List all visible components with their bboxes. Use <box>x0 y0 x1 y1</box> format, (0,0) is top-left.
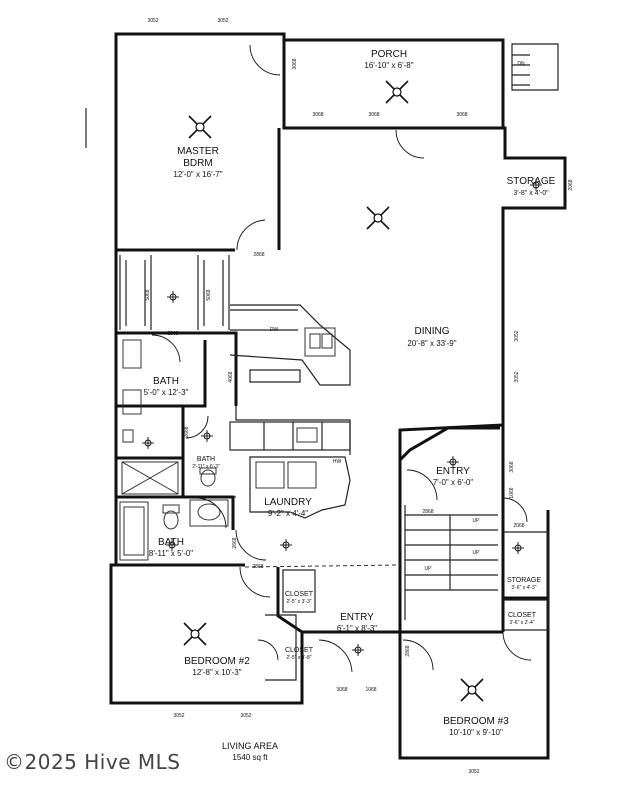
door-tag: 2068 <box>568 179 574 190</box>
door-tag: 2068 <box>513 523 524 529</box>
light-icon <box>530 179 542 191</box>
door-tag: 3068 <box>456 112 467 118</box>
stairs-up-tag: UP <box>473 550 481 556</box>
window-tag: 3052 <box>468 769 479 775</box>
room-labels: PORCH 16'-10" x 6'-8" MASTER BDRM 12'-0"… <box>144 49 556 737</box>
light-icon <box>447 456 459 468</box>
window-tag: 3052 <box>173 713 184 719</box>
door-tag: 1068 <box>509 487 515 498</box>
light-icon <box>166 539 178 551</box>
room-name: BDRM <box>183 158 212 169</box>
door-tag: 5068 <box>206 289 212 300</box>
room-name: BATH <box>158 537 184 548</box>
window-tag: 3052 <box>217 18 228 24</box>
room-size: 7'-0" x 6'-0" <box>433 478 473 487</box>
door-tag: 2668 <box>184 426 190 437</box>
room-size: 12'-0" x 16'-7" <box>173 170 222 179</box>
room-name: BEDROOM #2 <box>184 656 250 667</box>
room-name: LAUNDRY <box>264 497 312 508</box>
ceiling-fan-icon <box>188 115 212 139</box>
door-tag: 2868 <box>422 509 433 515</box>
room-size: 3'-8" x 4'-0" <box>513 190 549 197</box>
living-area-value: 1540 sq ft <box>232 753 268 762</box>
stairs-down-tag: DN <box>517 61 525 67</box>
room-name: CLOSET <box>285 591 314 598</box>
room-name: MASTER <box>177 146 219 157</box>
door-tag: 4068 <box>228 371 234 382</box>
door-tag: 3068 <box>368 112 379 118</box>
door-tag: 2868 <box>405 645 411 656</box>
light-icon <box>142 437 154 449</box>
light-icon <box>201 430 213 442</box>
light-icon <box>352 644 364 656</box>
room-name: BEDROOM #3 <box>443 716 509 727</box>
watermark: ©2025 Hive MLS <box>4 750 181 774</box>
light-icon <box>167 291 179 303</box>
ceiling-fan-icon <box>385 80 409 104</box>
room-name: STORAGE <box>507 577 541 584</box>
room-size: 9'-2" x 4'-4" <box>268 509 308 518</box>
room-size: 10'-10" x 9'-10" <box>449 728 503 737</box>
ceiling-fan-icon <box>460 678 484 702</box>
door-tag: 3068 <box>509 461 515 472</box>
room-name: PORCH <box>371 49 407 60</box>
room-name: DINING <box>415 326 450 337</box>
door-tag: 2868 <box>252 564 263 570</box>
door-tag: 3068 <box>336 687 347 693</box>
room-name: CLOSET <box>285 647 314 654</box>
room-name: STORAGE <box>507 176 556 187</box>
living-area-title: LIVING AREA <box>221 741 279 751</box>
room-size: 2'-5" x 4'-8" <box>286 655 311 661</box>
room-name: ENTRY <box>340 612 374 623</box>
door-tag: 1068 <box>365 687 376 693</box>
door-tag: 3068 <box>292 58 298 69</box>
room-size: 5'-0" x 12'-3" <box>144 388 189 397</box>
door-tag: 3068 <box>312 112 323 118</box>
window-tag: 3052 <box>514 330 520 341</box>
door-tag: 2868 <box>167 331 178 337</box>
door-window-tags: 3052 3052 3068 3068 3068 3068 2868 2868 … <box>145 18 574 775</box>
window-tag: 3052 <box>514 371 520 382</box>
interior-walls <box>111 40 559 681</box>
door-swings <box>151 44 532 673</box>
window-tag: 3052 <box>240 713 251 719</box>
room-size: 3'-6" x 4'-3" <box>511 585 536 591</box>
room-size: 6'-1" x 8'-3" <box>337 624 377 633</box>
room-name: CLOSET <box>508 612 537 619</box>
water-heater-tag: HW <box>333 459 342 465</box>
door-tag: 5068 <box>145 289 151 300</box>
room-size: 2'-5" x 3'-3" <box>286 599 311 605</box>
ceiling-fan-icon <box>366 206 390 230</box>
room-size: 8'-11" x 5'-0" <box>149 549 193 558</box>
light-icon <box>512 542 524 554</box>
room-size: 12'-8" x 10'-3" <box>192 668 241 677</box>
stairs-up-tag: UP <box>473 518 481 524</box>
room-name: BATH <box>197 456 215 463</box>
light-fixtures <box>142 179 542 656</box>
room-name: ENTRY <box>436 466 470 477</box>
room-size: 2'-11" x 6'-3" <box>192 464 220 470</box>
door-tag: 2868 <box>253 252 264 258</box>
room-size: 20'-8" x 33'-9" <box>407 339 456 348</box>
door-tag: 2668 <box>232 537 238 548</box>
window-tag: 3052 <box>147 18 158 24</box>
light-icon <box>280 539 292 551</box>
ceiling-fan-icon <box>183 622 207 646</box>
room-size: 16'-10" x 6'-8" <box>364 61 413 70</box>
room-size: 3'-6" x 2'-4" <box>509 620 534 626</box>
dishwasher-tag: DW <box>270 327 279 333</box>
stairs-up-tag: UP <box>425 566 433 572</box>
room-name: BATH <box>153 376 179 387</box>
